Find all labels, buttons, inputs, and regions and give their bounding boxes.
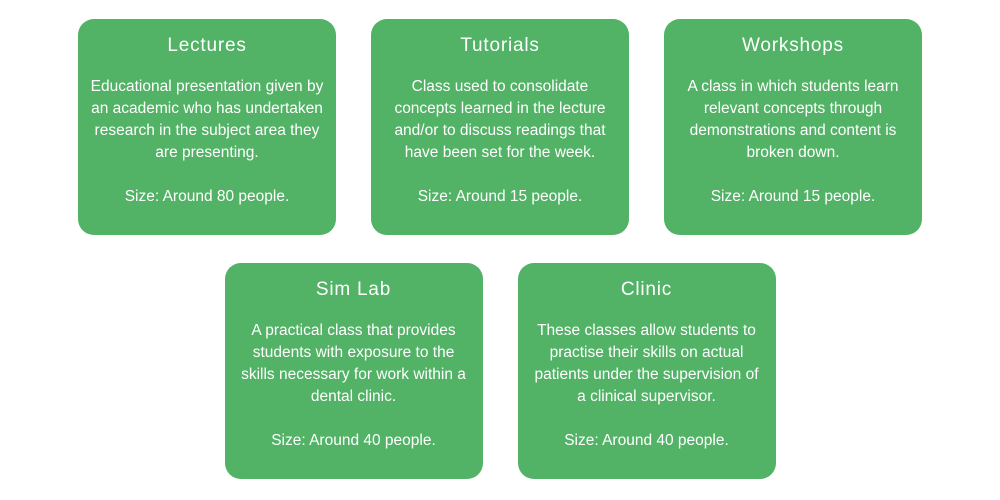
card-title: Sim Lab (315, 279, 392, 300)
card-size-text: Size: Around 40 people. (564, 432, 729, 449)
card-title: Workshops (742, 35, 844, 56)
card-size-text: Size: Around 15 people. (710, 188, 876, 205)
card-title: Tutorials (460, 35, 540, 56)
card-title: Lectures (167, 35, 247, 56)
card-description: A practical class that provides students… (241, 322, 466, 405)
card-size-text: Size: Around 80 people. (124, 188, 290, 205)
card-lectures: Lectures Educational presentation given … (78, 19, 336, 235)
card-description: These classes allow students to practise… (534, 322, 759, 405)
card-clinic: Clinic These classes allow students to p… (517, 263, 776, 479)
card-row-bottom: Sim Lab A practical class that provides … (224, 263, 776, 479)
card-workshops: Workshops A class in which students lear… (664, 19, 922, 235)
card-description: Class used to consolidate concepts learn… (394, 78, 606, 161)
card-row-top: Lectures Educational presentation given … (78, 19, 922, 235)
card-size-text: Size: Around 40 people. (271, 432, 436, 449)
card-description: A class in which students learn relevant… (687, 78, 899, 161)
card-description: Educational presentation given by an aca… (90, 78, 324, 161)
card-title: Clinic (620, 279, 673, 300)
card-sim-lab: Sim Lab A practical class that provides … (224, 263, 483, 479)
card-size-text: Size: Around 15 people. (417, 188, 583, 205)
card-tutorials: Tutorials Class used to consolidate conc… (371, 19, 629, 235)
